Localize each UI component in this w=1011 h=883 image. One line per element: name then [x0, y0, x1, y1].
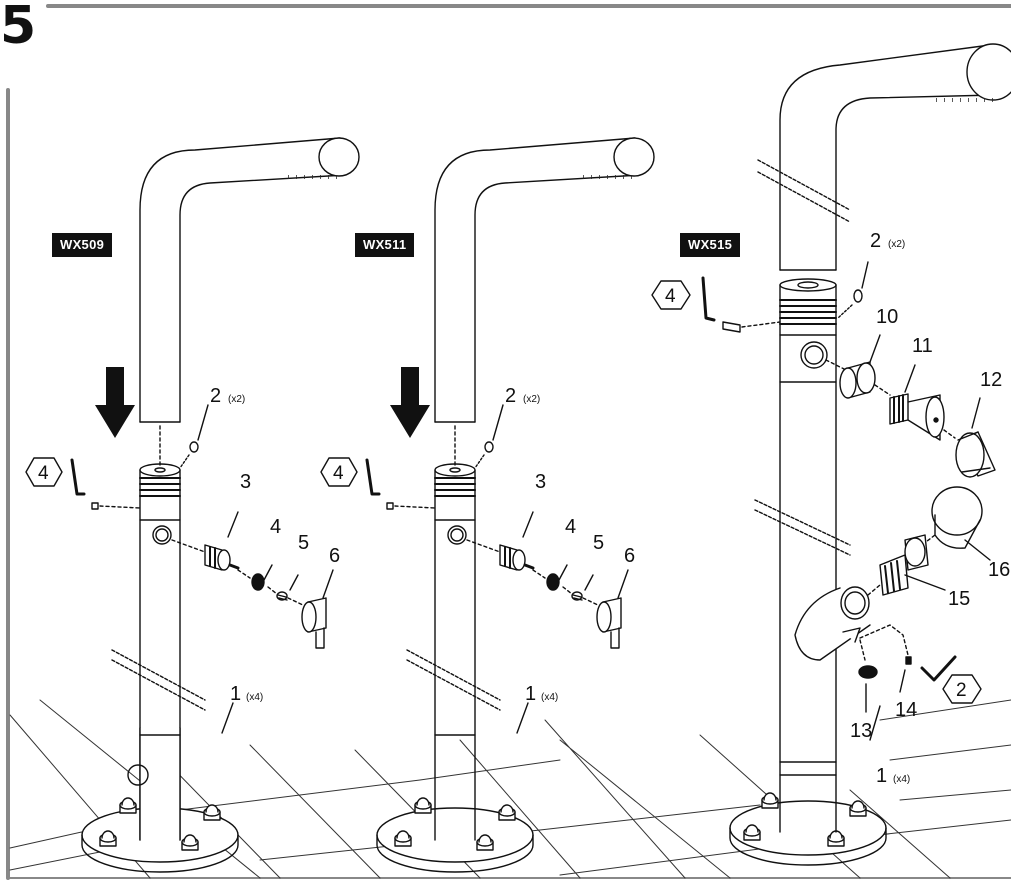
overhead-pipe [434, 137, 655, 466]
down-arrow-icon [95, 367, 135, 438]
part-label-1: 1 [525, 683, 536, 705]
part-label-14: 14 [895, 699, 917, 721]
part-label-2: 2 [210, 385, 221, 407]
tool-size-label: 2 [956, 680, 967, 701]
cap-nut [251, 564, 273, 591]
set-screw [562, 574, 599, 606]
part-label-4: 4 [270, 516, 281, 538]
part-qty-1: (x4) [541, 692, 558, 703]
grub-screw [474, 404, 504, 469]
thermostatic-cartridge [874, 364, 956, 441]
cap-nut [546, 564, 568, 591]
part-label-10: 10 [876, 306, 898, 328]
thermostat-knob [955, 397, 996, 478]
part-label-11: 11 [912, 335, 933, 357]
panel-wx509 [25, 137, 360, 873]
overhead-pipe [139, 137, 360, 466]
part-label-6: 6 [329, 545, 340, 567]
page-frame [6, 4, 1011, 880]
part-label-15: 15 [948, 588, 970, 610]
part-label-2: 2 [870, 230, 881, 252]
part-label-3: 3 [535, 471, 546, 493]
valve-cartridge [171, 511, 251, 579]
overhead-pipe [779, 43, 1011, 271]
hex-key-icon [365, 458, 436, 510]
grub-screw [837, 261, 869, 319]
diverter-cartridge [879, 534, 946, 596]
hex-size-badge-icon [942, 674, 982, 704]
set-screw [267, 574, 304, 606]
tool-size-label: 4 [38, 463, 49, 484]
hex-size-badge-icon [320, 457, 358, 487]
panel-wx515 [651, 43, 1011, 866]
grub-screw [179, 404, 209, 469]
down-arrow-icon [390, 367, 430, 438]
part-label-16: 16 [988, 559, 1010, 581]
part-label-2: 2 [505, 385, 516, 407]
hex-size-badge-icon [25, 457, 63, 487]
part-label-1: 1 [876, 765, 887, 787]
tool-size-label: 4 [333, 463, 344, 484]
hex-size-badge-icon [651, 280, 691, 310]
part-qty-1: (x4) [893, 774, 910, 785]
shower-column [111, 463, 206, 841]
part-label-6: 6 [624, 545, 635, 567]
model-tag-wx515: WX515 [680, 233, 741, 257]
part-qty-2: (x2) [228, 394, 245, 405]
shower-column [406, 463, 501, 841]
part-qty-1: (x4) [246, 692, 263, 703]
part-label-3: 3 [240, 471, 251, 493]
part-qty-2: (x2) [523, 394, 540, 405]
part-label-1: 1 [230, 683, 241, 705]
base-plate [376, 797, 534, 873]
part-label-4: 4 [565, 516, 576, 538]
hex-key-icon [701, 276, 781, 333]
shower-column [754, 159, 851, 833]
plug [858, 665, 878, 713]
diverter-knob [931, 486, 991, 561]
part-label-13: 13 [850, 720, 872, 742]
part-label-12: 12 [980, 369, 1002, 391]
model-tag-wx511: WX511 [355, 233, 415, 257]
lever-handle [301, 569, 334, 649]
base-plate [729, 792, 887, 866]
valve-cartridge [466, 511, 546, 579]
hex-key-icon [70, 458, 141, 510]
step-number: 5 [0, 0, 37, 56]
tool-size-label: 4 [665, 286, 676, 307]
small-grub-screw [899, 656, 912, 693]
part-label-5: 5 [298, 532, 309, 554]
diverter-body [794, 584, 909, 661]
panel-wx511 [320, 137, 655, 873]
lever-handle [596, 569, 629, 649]
hex-key-icon [920, 655, 957, 682]
part-qty-2: (x2) [888, 239, 905, 250]
model-tag-wx509: WX509 [52, 233, 113, 257]
part-label-5: 5 [593, 532, 604, 554]
ring-part [825, 334, 881, 399]
